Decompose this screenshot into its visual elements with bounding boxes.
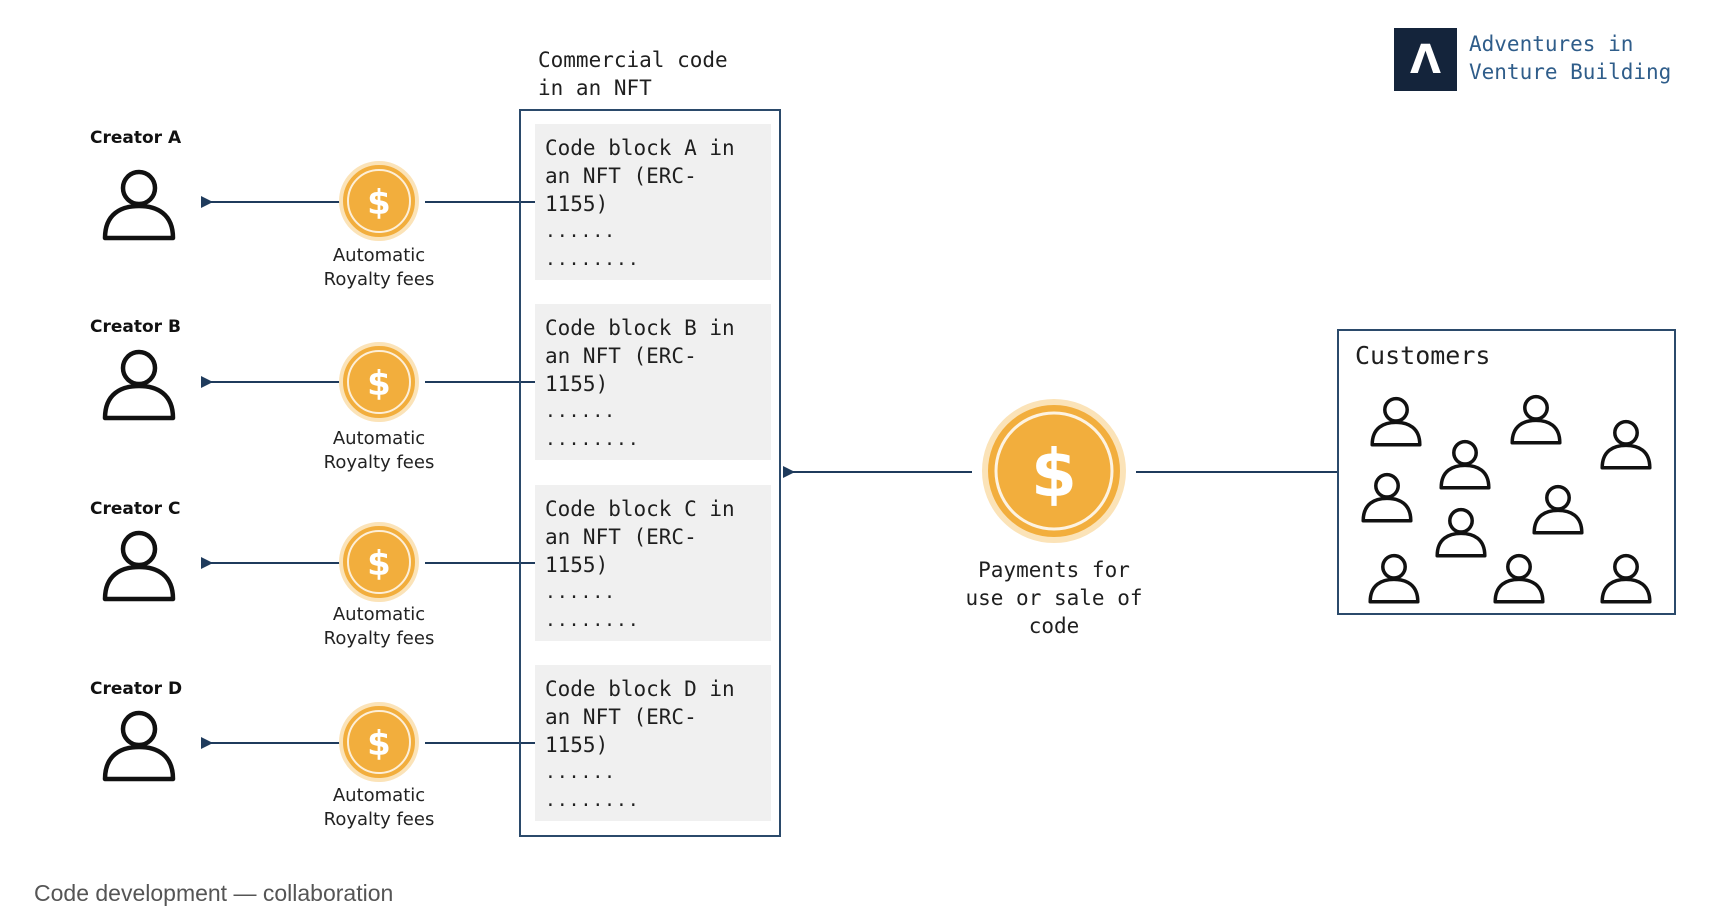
- svg-text:$: $: [367, 183, 391, 223]
- nft-container-box: [519, 109, 781, 837]
- figure-caption: Code development — collaboration: [34, 880, 394, 906]
- royalty-fee-line2: Royalty fees: [323, 269, 435, 290]
- nft-container-label-line1: Commercial code: [538, 48, 728, 72]
- brand-name-line2: Venture Building: [1469, 60, 1672, 84]
- creator-b-person-icon: [105, 352, 173, 418]
- creator-b-label: Creator B: [90, 317, 181, 337]
- creator-c-label: Creator C: [90, 499, 181, 519]
- royalty-coin-a-icon: $: [339, 161, 419, 241]
- royalty-fee-line2: Royalty fees: [323, 809, 435, 830]
- code-block-title: Code block B in an NFT (ERC- 1155): [545, 316, 735, 396]
- payment-coin-icon: $: [982, 399, 1126, 543]
- royalty-fee-line2: Royalty fees: [323, 628, 435, 649]
- royalty-coin-b-icon: $: [339, 342, 419, 422]
- royalty-coin-d-icon: $: [339, 702, 419, 782]
- royalty-fee-line1: Automatic: [332, 245, 426, 266]
- payment-label: Payments for use or sale of code: [944, 556, 1164, 640]
- brand-name: Adventures in Venture Building: [1469, 30, 1671, 86]
- code-block-ellipsis: ........: [545, 790, 640, 811]
- code-block-ellipsis: ......: [545, 401, 617, 422]
- creator-d-person-icon: [105, 713, 173, 779]
- code-block-a: Code block A in an NFT (ERC- 1155) .....…: [535, 124, 771, 280]
- royalty-fee-label-c: Automatic Royalty fees: [289, 603, 469, 651]
- code-block-title: Code block D in an NFT (ERC- 1155): [545, 677, 735, 757]
- code-block-ellipsis: ......: [545, 762, 617, 783]
- brand-name-line1: Adventures in: [1469, 32, 1634, 56]
- code-block-ellipsis: ......: [545, 221, 617, 242]
- svg-text:$: $: [367, 544, 391, 584]
- code-block-ellipsis: ........: [545, 429, 640, 450]
- royalty-fee-line2: Royalty fees: [323, 452, 435, 473]
- code-block-ellipsis: ........: [545, 249, 640, 270]
- payment-label-line3: code: [1028, 614, 1080, 638]
- nft-container-label-line2: in an NFT: [538, 76, 652, 100]
- royalty-fee-label-a: Automatic Royalty fees: [289, 244, 469, 292]
- brand-logo-icon: Λ: [1394, 28, 1457, 91]
- royalty-arrows: [201, 196, 535, 749]
- svg-text:$: $: [1031, 435, 1077, 512]
- svg-text:$: $: [367, 364, 391, 404]
- code-block-title: Code block A in an NFT (ERC- 1155): [545, 136, 735, 216]
- royalty-fee-line1: Automatic: [332, 785, 426, 806]
- code-block-b: Code block B in an NFT (ERC- 1155) .....…: [535, 304, 771, 460]
- creator-c-person-icon: [105, 533, 173, 599]
- code-block-title: Code block C in an NFT (ERC- 1155): [545, 497, 735, 577]
- royalty-fee-label-b: Automatic Royalty fees: [289, 427, 469, 475]
- code-block-d: Code block D in an NFT (ERC- 1155) .....…: [535, 665, 771, 821]
- payment-label-line2: use or sale of: [965, 586, 1143, 610]
- royalty-fee-label-d: Automatic Royalty fees: [289, 784, 469, 832]
- royalty-fee-line1: Automatic: [332, 428, 426, 449]
- creator-a-person-icon: [105, 172, 173, 238]
- code-block-c: Code block C in an NFT (ERC- 1155) .....…: [535, 485, 771, 641]
- creator-a-label: Creator A: [90, 128, 182, 148]
- creator-d-label: Creator D: [90, 679, 183, 699]
- royalty-fee-line1: Automatic: [332, 604, 426, 625]
- payment-label-line1: Payments for: [978, 558, 1130, 582]
- code-block-ellipsis: ......: [545, 582, 617, 603]
- customers-title: Customers: [1355, 341, 1491, 370]
- code-block-ellipsis: ........: [545, 610, 640, 631]
- svg-text:$: $: [367, 724, 391, 764]
- nft-container-label: Commercial code in an NFT: [538, 46, 728, 102]
- royalty-coin-c-icon: $: [339, 522, 419, 602]
- customers-box: [1337, 329, 1676, 615]
- brand-logo-glyph: Λ: [1410, 36, 1441, 83]
